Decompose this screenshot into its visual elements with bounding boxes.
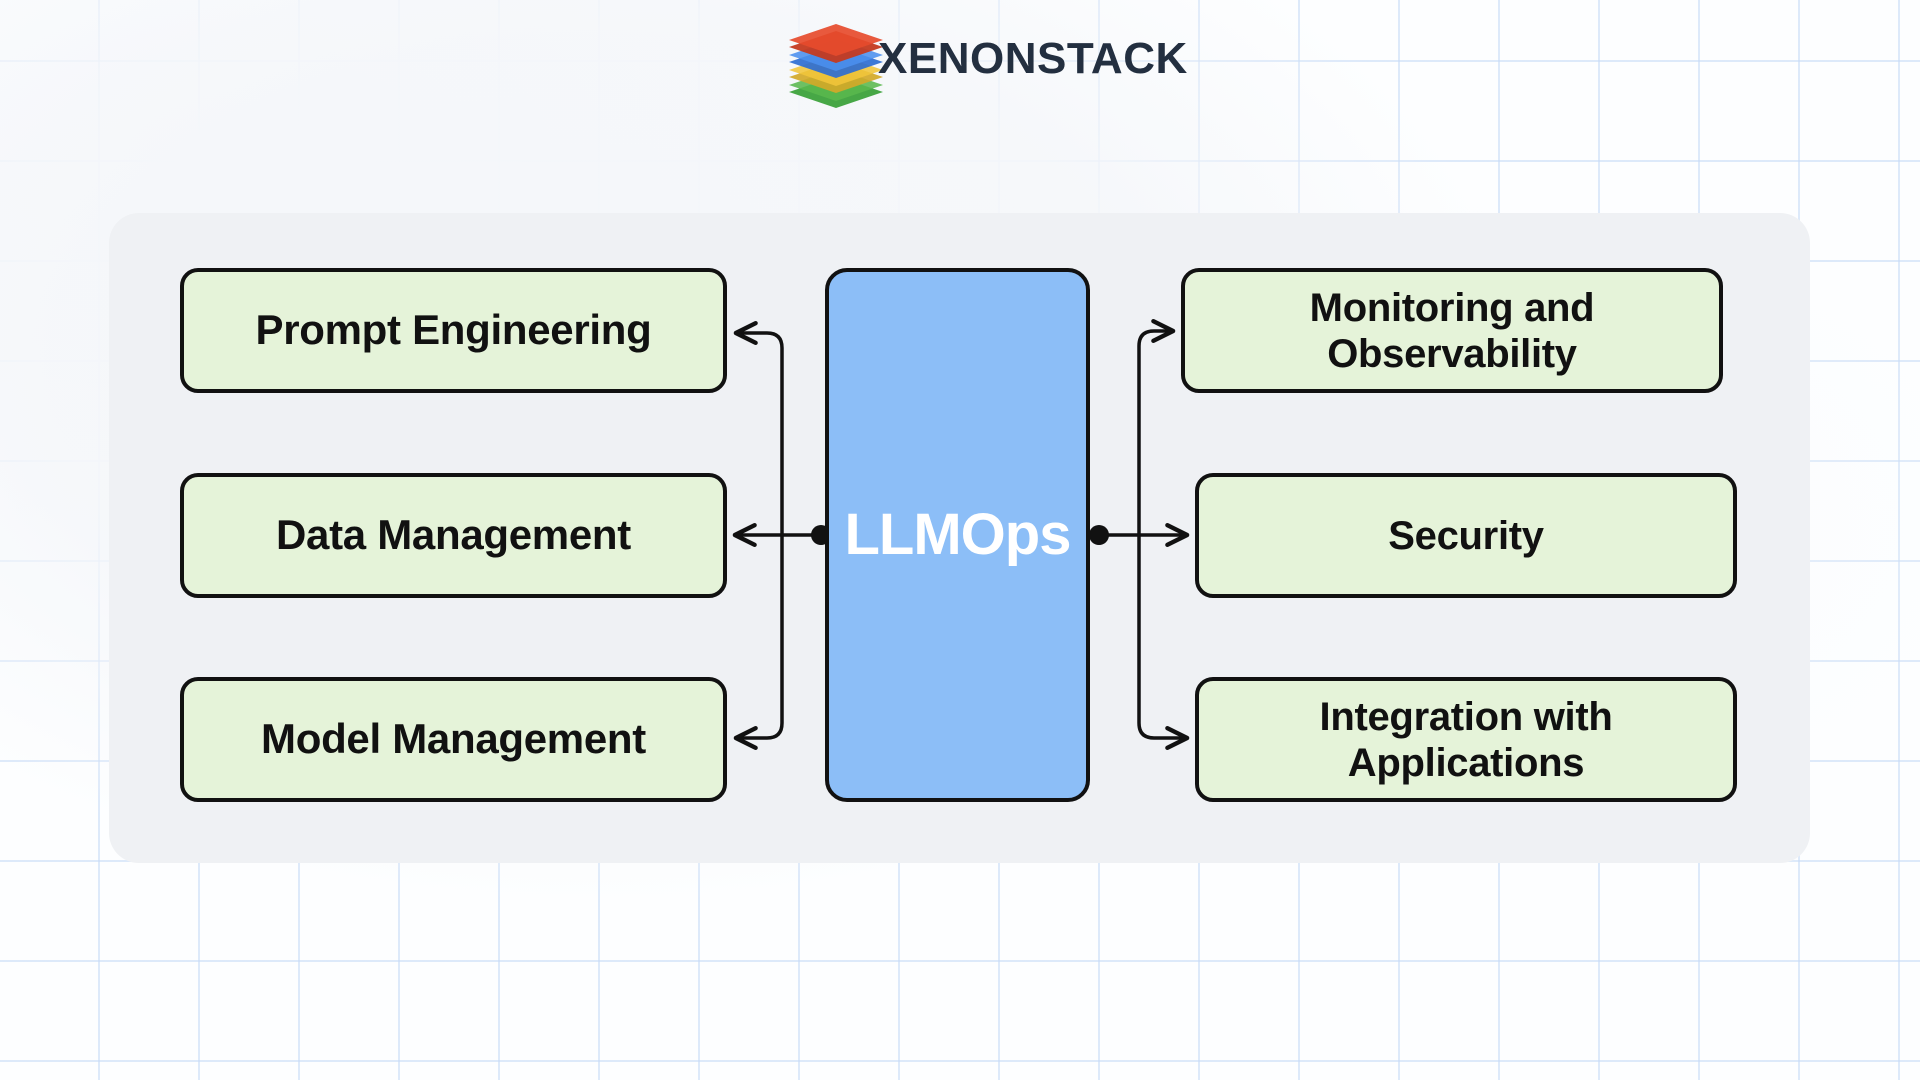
node-integration-applications-label: Integration with Applications: [1319, 694, 1613, 785]
node-security-label: Security: [1388, 513, 1544, 558]
node-security: Security: [1195, 473, 1737, 598]
node-data-management-label: Data Management: [276, 511, 631, 559]
node-model-management: Model Management: [180, 677, 727, 802]
brand-wordmark: XENONSTACK: [878, 34, 1188, 83]
arrow-center-to-prompt-engineering: [733, 320, 784, 535]
node-data-management: Data Management: [180, 473, 727, 598]
xenonstack-logo-icon: [789, 24, 883, 108]
node-llmops: LLMOps: [825, 268, 1090, 802]
node-prompt-engineering-label: Prompt Engineering: [255, 306, 652, 354]
node-monitoring-observability: Monitoring and Observability: [1181, 268, 1723, 393]
header: XENONSTACK: [0, 0, 1920, 110]
node-model-management-label: Model Management: [261, 715, 646, 763]
node-llmops-label: LLMOps: [844, 501, 1072, 567]
arrow-center-to-model-management: [733, 535, 784, 751]
node-prompt-engineering: Prompt Engineering: [180, 268, 727, 393]
node-monitoring-observability-label: Monitoring and Observability: [1309, 285, 1595, 376]
junction-dot-right: [1089, 525, 1109, 545]
arrow-center-to-monitoring: [1137, 318, 1176, 535]
node-integration-applications: Integration with Applications: [1195, 677, 1737, 802]
arrow-center-to-integration: [1137, 535, 1190, 751]
